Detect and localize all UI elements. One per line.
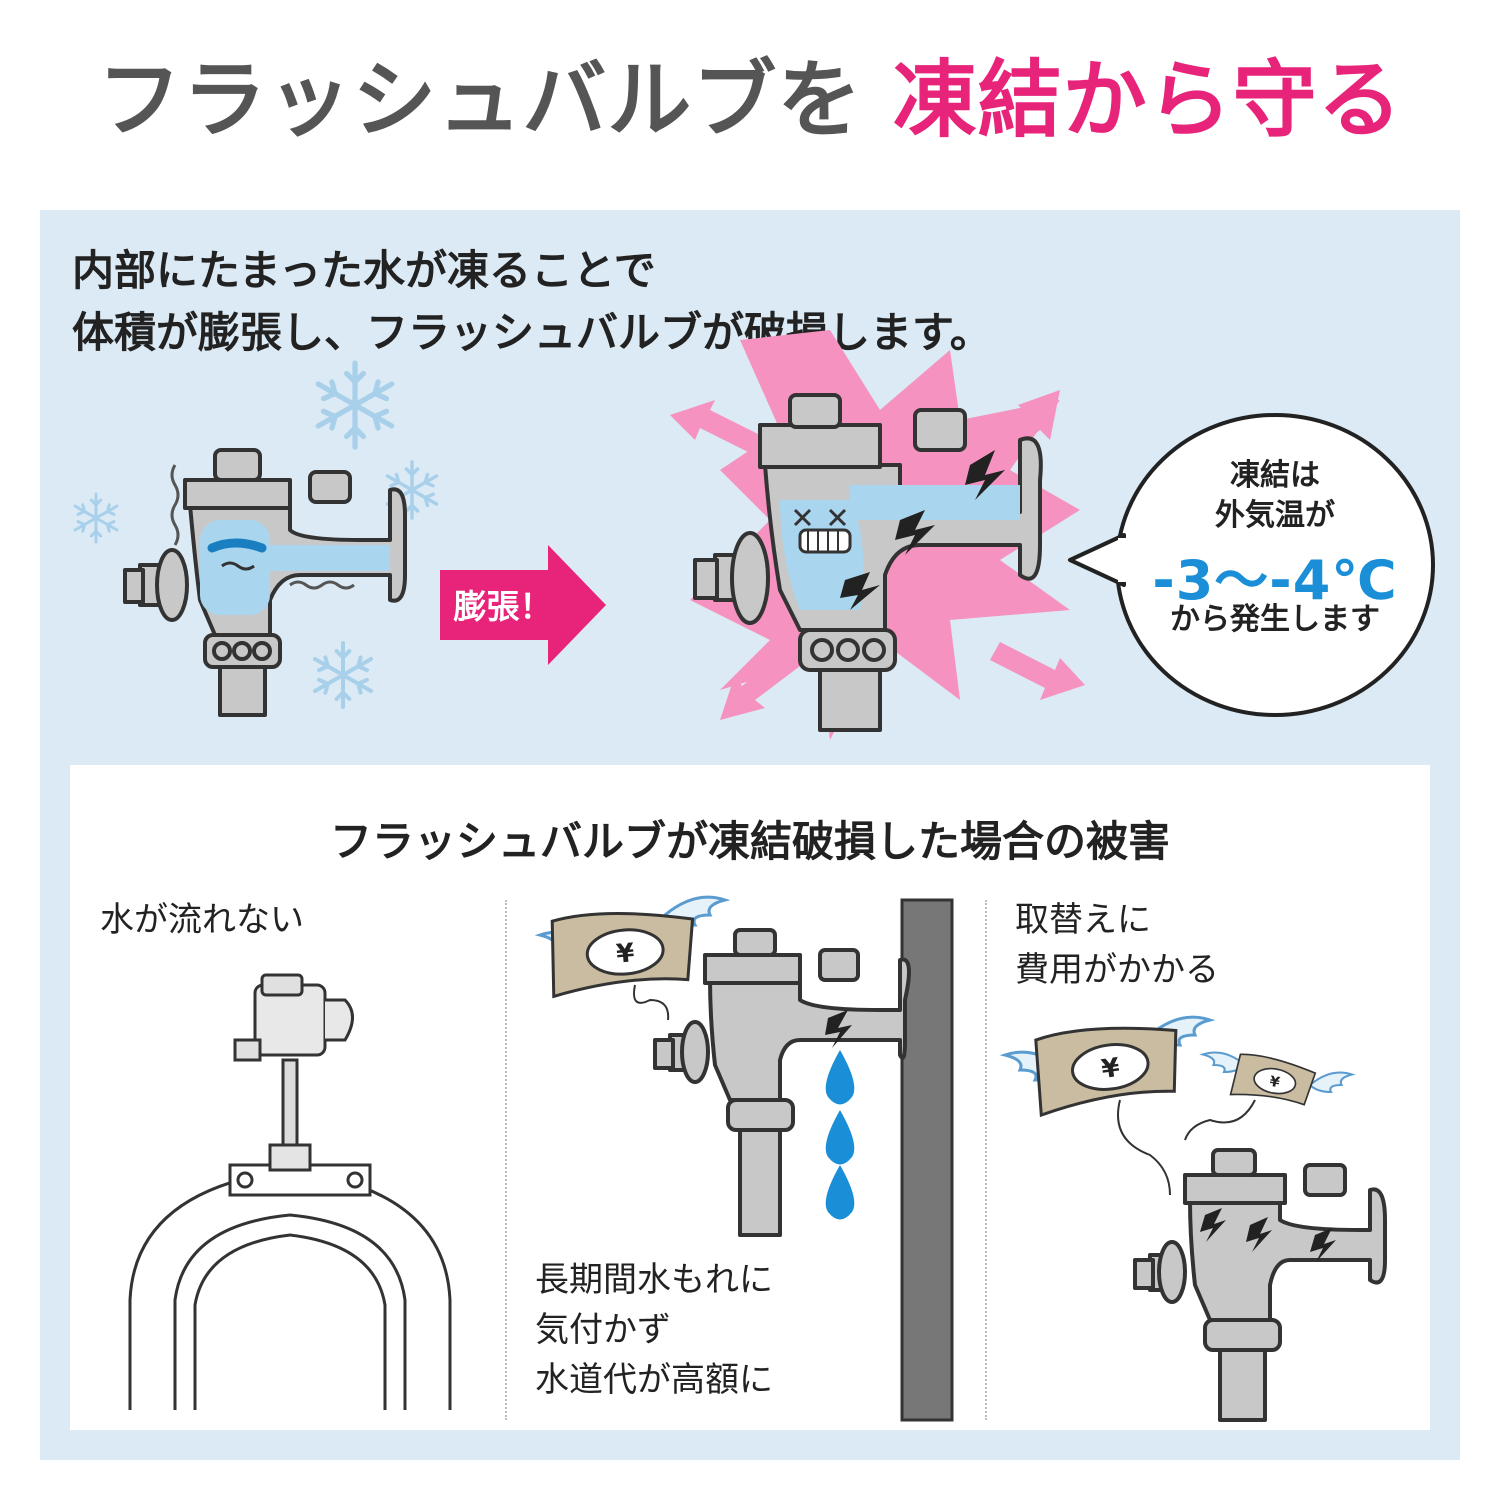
- wall-shape: [900, 898, 954, 1422]
- bubble-line-3: から発生します: [1170, 602, 1380, 637]
- caption-line: 水が流れない: [100, 900, 304, 940]
- caption-line: 水道代が高額に: [535, 1360, 773, 1400]
- water-drops: [825, 1050, 855, 1220]
- caption-line: 気付かず: [535, 1310, 671, 1350]
- caption-line: 長期間水もれに: [535, 1260, 773, 1300]
- title-part1: フラッシュバルブを: [97, 51, 893, 149]
- caption-line: 費用がかかる: [1015, 950, 1219, 990]
- arrow-right-icon: [440, 545, 606, 665]
- caption-line: 取替えに: [1015, 900, 1151, 940]
- flying-money-icon: [1184, 1051, 1354, 1141]
- divider: [505, 900, 507, 1420]
- water-drop-icon: [825, 1110, 855, 1165]
- burst-arrows: [670, 390, 1085, 720]
- temperature-bubble: 凍結は 外気温が -3～-4℃ から発生します: [1120, 420, 1430, 720]
- title-part2: 凍結から守る: [892, 51, 1403, 149]
- damage-caption-1: 水が流れない: [100, 895, 304, 945]
- damage-heading: フラッシュバルブが凍結破損した場合の被害: [329, 817, 1170, 866]
- speech-bubble-shape: [1068, 413, 1435, 717]
- flying-money-icon: [1003, 1015, 1212, 1196]
- flush-valve-broken-icon: [693, 393, 1043, 732]
- bubble-line-1: 凍結は: [1230, 458, 1320, 493]
- page-title: フラッシュバルブを 凍結から守る: [0, 58, 1500, 142]
- flush-valve-cold-icon: [123, 448, 407, 717]
- bubble-line-2: 外気温が: [1215, 498, 1335, 533]
- damage-caption-2: 長期間水もれに 気付かず 水道代が高額に: [535, 1255, 773, 1405]
- urinal-icon: [128, 973, 452, 1410]
- divider: [985, 900, 987, 1420]
- damage-caption-3: 取替えに 費用がかかる: [1015, 895, 1219, 995]
- flying-money-icon: [538, 895, 727, 1021]
- water-drop-icon: [825, 1050, 855, 1105]
- lead-line-1: 内部にたまった水が凍ることで: [72, 246, 656, 295]
- expand-arrow-label: 膨張！: [453, 587, 553, 626]
- flush-valve-leaking-icon: [653, 928, 911, 1237]
- water-drop-icon: [825, 1165, 855, 1220]
- bubble-temperature: -3～-4℃: [1152, 549, 1398, 612]
- illustration-top: [73, 330, 1435, 740]
- flush-valve-damaged-icon: [1133, 1148, 1387, 1422]
